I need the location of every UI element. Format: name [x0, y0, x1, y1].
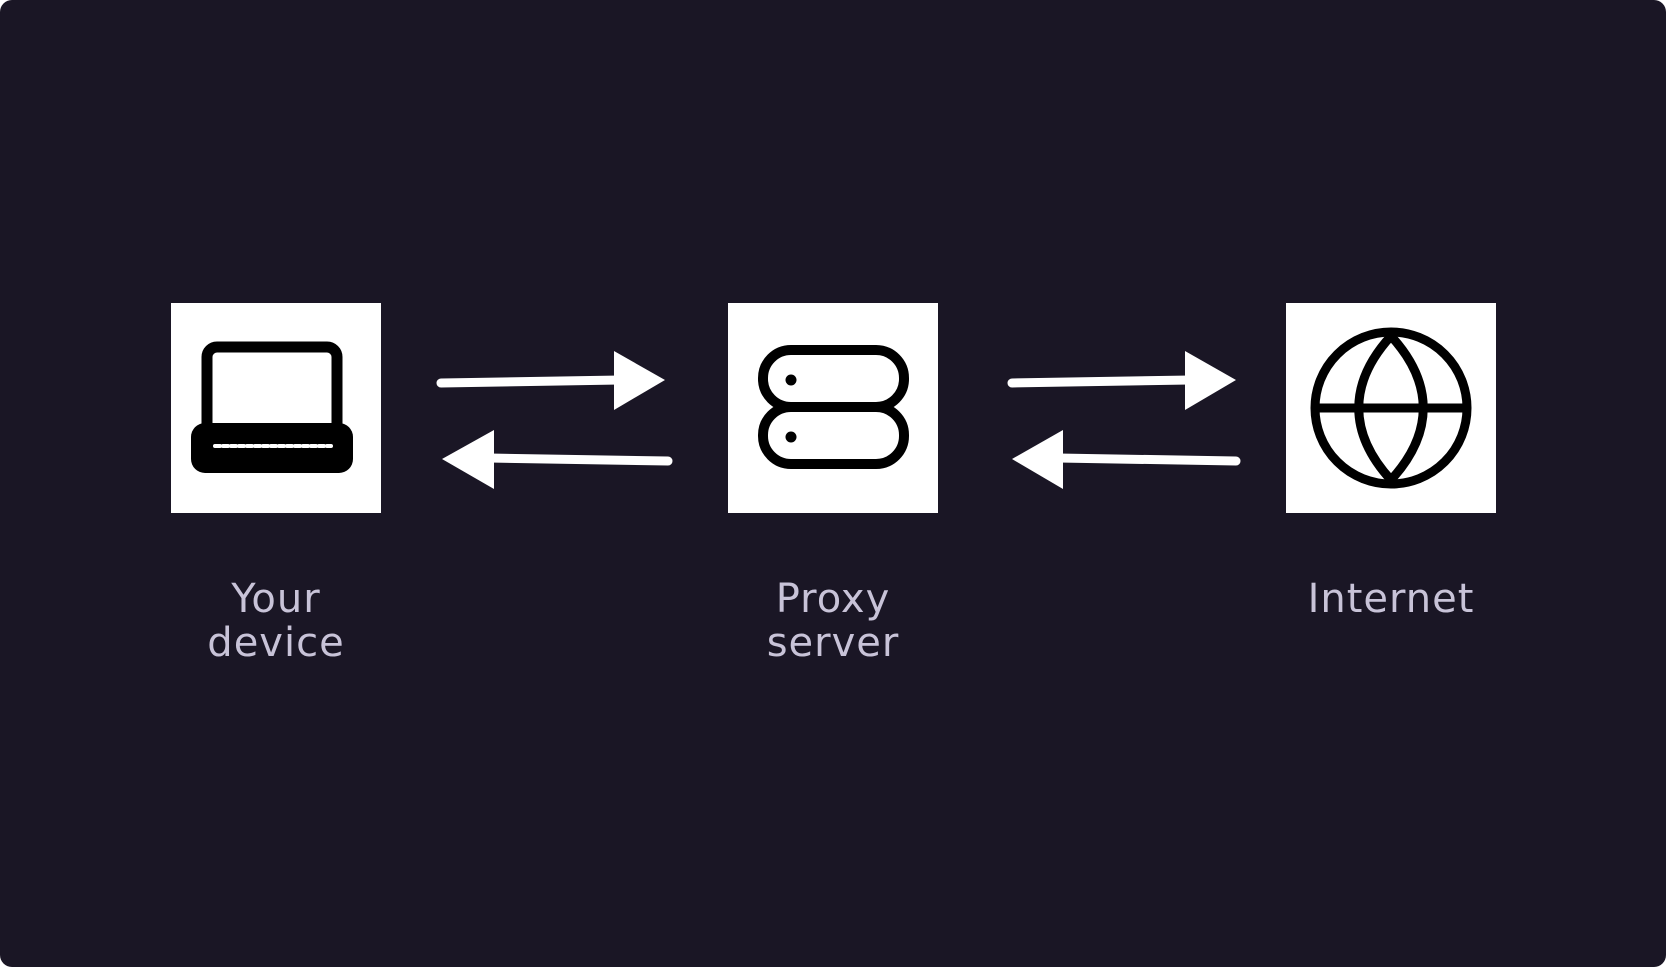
arrow-proxy-to-internet	[1007, 351, 1236, 410]
laptop-icon	[191, 341, 353, 473]
server-icon	[758, 345, 909, 469]
internet-tile	[1286, 303, 1496, 513]
device-tile	[171, 303, 381, 513]
proxy-tile	[728, 303, 938, 513]
arrow-proxy-to-device	[442, 430, 673, 489]
arrow-device-to-proxy	[436, 351, 665, 410]
label-proxy: Proxy server	[766, 576, 900, 666]
label-internet: Internet	[1307, 576, 1475, 622]
arrow-internet-to-proxy	[1012, 430, 1241, 489]
label-device: Your device	[207, 576, 345, 666]
globe-icon	[1310, 327, 1472, 489]
